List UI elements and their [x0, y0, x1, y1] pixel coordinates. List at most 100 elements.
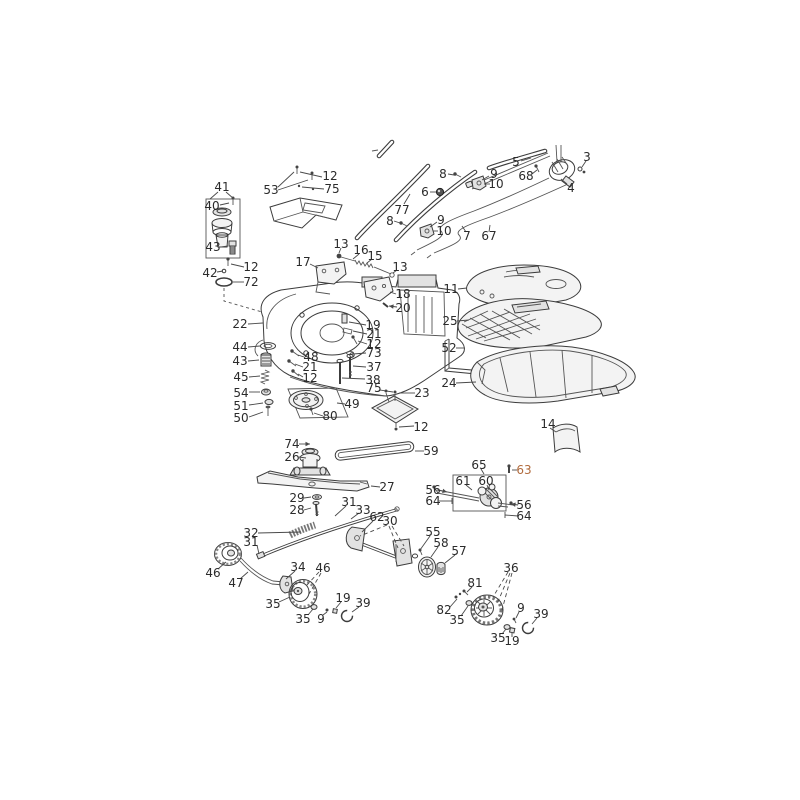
part-label-45[interactable]: 45 [233, 370, 248, 384]
part-label-9[interactable]: 9 [490, 167, 498, 181]
part-label-62[interactable]: 62 [369, 510, 384, 524]
part-label-19[interactable]: 19 [504, 634, 519, 648]
part-label-68[interactable]: 68 [518, 169, 533, 183]
part-label-12[interactable]: 12 [366, 337, 381, 351]
part-label-64[interactable]: 64 [516, 509, 531, 523]
part-label-6[interactable]: 6 [421, 185, 429, 199]
part-label-75[interactable]: 75 [366, 381, 381, 395]
leader-line-35 [278, 596, 291, 603]
part-label-48[interactable]: 48 [303, 350, 318, 364]
part-label-7[interactable]: 7 [463, 229, 471, 243]
part-label-75[interactable]: 75 [324, 182, 339, 196]
part-label-33[interactable]: 33 [355, 503, 370, 517]
part-label-52[interactable]: 52 [441, 341, 456, 355]
part-label-50[interactable]: 50 [233, 411, 248, 425]
part-label-29[interactable]: 29 [289, 491, 304, 505]
part-label-30[interactable]: 30 [382, 514, 397, 528]
part-label-14[interactable]: 14 [540, 417, 555, 431]
part-label-20[interactable]: 20 [395, 301, 410, 315]
part-label-18[interactable]: 18 [395, 287, 410, 301]
part-label-8[interactable]: 8 [386, 214, 394, 228]
part-label-39[interactable]: 39 [355, 596, 370, 610]
part-label-40[interactable]: 40 [204, 199, 219, 213]
part-label-58[interactable]: 58 [433, 536, 448, 550]
part-label-4[interactable]: 4 [567, 181, 575, 195]
part-label-25[interactable]: 25 [442, 314, 457, 328]
part-label-61[interactable]: 61 [455, 474, 470, 488]
part-label-67[interactable]: 67 [481, 229, 496, 243]
part-label-24[interactable]: 24 [441, 376, 456, 390]
part-label-35[interactable]: 35 [265, 597, 280, 611]
part-label-12[interactable]: 12 [413, 420, 428, 434]
part-label-80[interactable]: 80 [322, 409, 337, 423]
part-label-35[interactable]: 35 [449, 613, 464, 627]
part-label-63[interactable]: 63 [516, 463, 531, 477]
part-label-21[interactable]: 21 [366, 327, 381, 341]
part-label-35[interactable]: 35 [295, 612, 310, 626]
part-label-49[interactable]: 49 [344, 397, 359, 411]
part-label-19[interactable]: 19 [335, 591, 350, 605]
part-label-60[interactable]: 60 [478, 474, 493, 488]
part-label-43[interactable]: 43 [232, 354, 247, 368]
leader-line-12 [230, 263, 245, 268]
part-label-27[interactable]: 27 [379, 480, 394, 494]
part-label-42[interactable]: 42 [202, 266, 217, 280]
part-label-22[interactable]: 22 [232, 317, 247, 331]
part-label-47[interactable]: 47 [228, 576, 243, 590]
part-label-31[interactable]: 31 [341, 495, 356, 509]
part-label-82[interactable]: 82 [436, 603, 451, 617]
part-label-12[interactable]: 12 [243, 260, 258, 274]
part-label-55[interactable]: 55 [425, 525, 440, 539]
part-label-13[interactable]: 13 [392, 260, 407, 274]
part-label-81[interactable]: 81 [467, 576, 482, 590]
part-label-77[interactable]: 77 [394, 203, 409, 217]
part-label-32[interactable]: 32 [243, 526, 258, 540]
part-label-44[interactable]: 44 [232, 340, 247, 354]
fuel-cap-group-drawing [205, 196, 263, 313]
part-label-23[interactable]: 23 [414, 386, 429, 400]
part-label-53[interactable]: 53 [263, 183, 278, 197]
part-label-15[interactable]: 15 [367, 249, 382, 263]
part-label-16[interactable]: 16 [353, 243, 368, 257]
part-label-9[interactable]: 9 [437, 213, 445, 227]
part-label-51[interactable]: 51 [233, 399, 248, 413]
part-label-46[interactable]: 46 [205, 566, 220, 580]
leader-line-18 [389, 291, 397, 295]
part-label-46[interactable]: 46 [315, 561, 330, 575]
part-label-35[interactable]: 35 [490, 631, 505, 645]
part-label-9[interactable]: 9 [517, 601, 525, 615]
part-label-13[interactable]: 13 [333, 237, 348, 251]
part-label-59[interactable]: 59 [423, 444, 438, 458]
part-label-17[interactable]: 17 [295, 255, 310, 269]
part-label-41[interactable]: 41 [214, 180, 229, 194]
part-label-39[interactable]: 39 [533, 607, 548, 621]
part-label-28[interactable]: 28 [289, 503, 304, 517]
part-label-10[interactable]: 10 [436, 224, 451, 238]
part-label-19[interactable]: 19 [365, 318, 380, 332]
part-label-56[interactable]: 56 [516, 498, 531, 512]
part-label-37[interactable]: 37 [366, 360, 381, 374]
part-label-12[interactable]: 12 [322, 169, 337, 183]
part-label-64[interactable]: 64 [425, 494, 440, 508]
part-label-43[interactable]: 43 [205, 240, 220, 254]
part-label-36[interactable]: 36 [503, 561, 518, 575]
part-label-12[interactable]: 12 [302, 371, 317, 385]
part-label-11[interactable]: 11 [443, 282, 458, 296]
part-label-73[interactable]: 73 [366, 346, 381, 360]
part-label-10[interactable]: 10 [488, 177, 503, 191]
part-label-65[interactable]: 65 [471, 458, 486, 472]
part-label-3[interactable]: 3 [583, 150, 591, 164]
part-label-38[interactable]: 38 [365, 373, 380, 387]
part-label-21[interactable]: 21 [302, 360, 317, 374]
part-label-74[interactable]: 74 [284, 437, 299, 451]
part-label-9[interactable]: 9 [317, 612, 325, 626]
part-label-34[interactable]: 34 [290, 560, 305, 574]
part-label-26[interactable]: 26 [284, 450, 299, 464]
part-label-56[interactable]: 56 [425, 483, 440, 497]
part-label-8[interactable]: 8 [439, 167, 447, 181]
part-label-72[interactable]: 72 [243, 275, 258, 289]
part-label-31[interactable]: 31 [243, 535, 258, 549]
part-label-54[interactable]: 54 [233, 386, 248, 400]
part-label-57[interactable]: 57 [451, 544, 466, 558]
part-label-5[interactable]: 5 [512, 155, 520, 169]
